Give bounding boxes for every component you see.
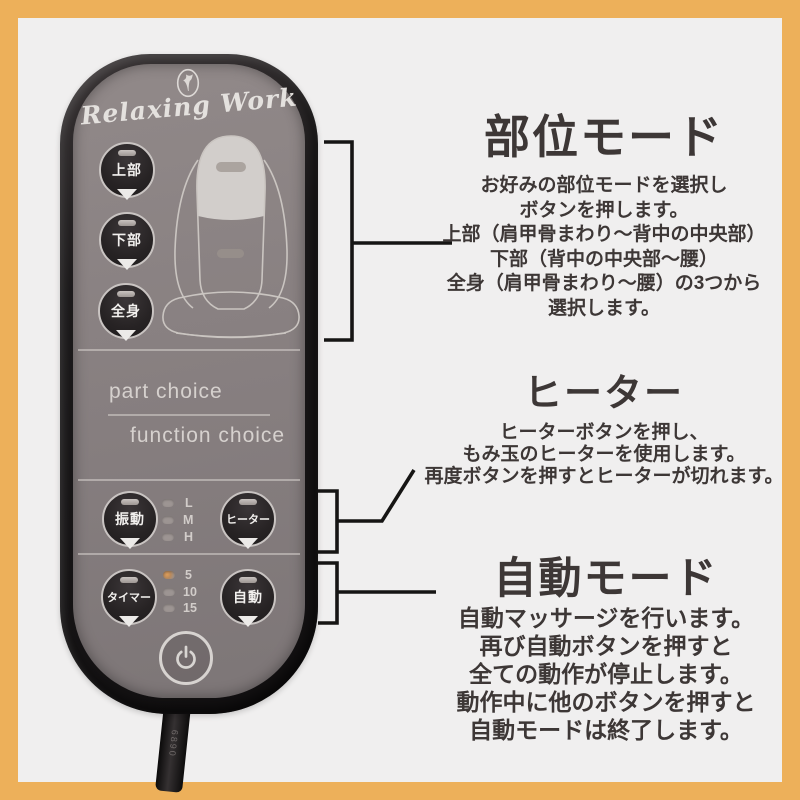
section-text-line: 選択します。 bbox=[547, 297, 661, 319]
chevron-down-icon bbox=[120, 538, 140, 549]
vibration-button: 振動 bbox=[102, 491, 158, 549]
vibration-level-label: M bbox=[183, 513, 194, 527]
chevron-down-icon bbox=[119, 616, 139, 627]
timer-led-10 bbox=[163, 588, 175, 596]
button-led bbox=[118, 220, 136, 226]
part-choice-label: part choice bbox=[109, 380, 223, 403]
section-text-line: 自動モードは終了します。 bbox=[469, 717, 743, 743]
auto-button: 自動 bbox=[220, 569, 276, 627]
section-text-line: 再度ボタンを押すとヒーターが切れます。 bbox=[424, 466, 784, 487]
chevron-down-icon bbox=[238, 616, 258, 627]
timer-led-15 bbox=[163, 604, 175, 612]
upper-part-button: 上部 bbox=[99, 142, 155, 200]
section-text-line: もみ玉のヒーターを使用します。 bbox=[462, 444, 746, 465]
button-led bbox=[239, 499, 257, 505]
vibration-led-high bbox=[162, 533, 174, 541]
divider-line bbox=[108, 414, 270, 416]
button-label: 下部 bbox=[112, 232, 142, 248]
section-text-line: ヒーターボタンを押し、 bbox=[499, 422, 709, 443]
lower-part-button: 下部 bbox=[99, 212, 155, 270]
section-heater: ヒーター ヒーターボタンを押し、 もみ玉のヒーターを使用します。 再度ボタンを押… bbox=[418, 372, 790, 488]
power-button bbox=[159, 631, 213, 685]
button-led bbox=[120, 577, 138, 583]
button-label: 振動 bbox=[115, 511, 145, 527]
section-auto-mode: 自動モード 自動マッサージを行います。 再び自動ボタンを押すと 全ての動作が停止… bbox=[424, 556, 788, 744]
vibration-level-label: L bbox=[185, 496, 193, 510]
full-body-button: 全身 bbox=[98, 283, 154, 341]
chevron-down-icon bbox=[238, 538, 258, 549]
chevron-down-icon bbox=[117, 189, 137, 200]
section-text-line: 全身（肩甲骨まわり～腰）の3つから bbox=[446, 273, 762, 294]
button-led bbox=[117, 291, 135, 297]
cable-marking: 6890 bbox=[167, 729, 180, 759]
function-choice-label: function choice bbox=[130, 424, 286, 447]
timer-button: タイマー bbox=[101, 569, 157, 627]
brand-emblem-icon bbox=[176, 68, 200, 98]
heater-button: ヒーター bbox=[220, 491, 276, 549]
remote-control: Relaxing Work 上部 下部 全身 bbox=[60, 54, 318, 714]
button-label: 全身 bbox=[111, 303, 141, 319]
section-text-line: 下部（背中の中央部～腰） bbox=[489, 248, 718, 270]
chevron-down-icon bbox=[117, 259, 137, 270]
timer-level-label: 5 bbox=[185, 568, 192, 582]
section-title: 自動モード bbox=[493, 555, 719, 603]
button-led bbox=[121, 499, 139, 505]
divider-line bbox=[78, 553, 300, 555]
power-icon bbox=[176, 645, 196, 669]
section-text-line: お好みの部位モードを選択し bbox=[480, 175, 728, 196]
section-title: ヒーター bbox=[523, 373, 684, 415]
vibration-level-label: H bbox=[184, 530, 194, 544]
massage-seat-graphic bbox=[162, 135, 300, 339]
section-text-line: 全ての動作が停止します。 bbox=[469, 661, 743, 687]
section-title: 部位モード bbox=[484, 111, 724, 163]
section-text-line: 再び自動ボタンを押すと bbox=[479, 633, 733, 659]
section-text-line: 自動マッサージを行います。 bbox=[457, 605, 755, 631]
vibration-led-mid bbox=[162, 516, 174, 524]
section-text-line: ボタンを押します。 bbox=[519, 199, 689, 221]
button-led bbox=[239, 577, 257, 583]
section-text-line: 動作中に他のボタンを押すと bbox=[456, 689, 756, 715]
timer-led-5 bbox=[163, 571, 175, 579]
vibration-led-low bbox=[162, 499, 174, 507]
divider-line bbox=[78, 479, 300, 481]
timer-level-label: 15 bbox=[183, 601, 197, 615]
divider-line bbox=[78, 349, 300, 351]
section-text-line: 上部（肩甲骨まわり～背中の中央部） bbox=[442, 224, 766, 245]
button-label: 上部 bbox=[112, 162, 142, 178]
timer-level-label: 10 bbox=[183, 585, 197, 599]
button-label: 自動 bbox=[233, 589, 263, 605]
button-led bbox=[118, 150, 136, 156]
section-part-mode: 部位モード お好みの部位モードを選択し ボタンを押します。 上部（肩甲骨まわり～… bbox=[424, 110, 784, 321]
button-label: ヒーター bbox=[226, 514, 270, 526]
chevron-down-icon bbox=[116, 330, 136, 341]
button-label: タイマー bbox=[107, 592, 151, 604]
remote-faceplate: Relaxing Work 上部 下部 全身 bbox=[73, 64, 305, 698]
